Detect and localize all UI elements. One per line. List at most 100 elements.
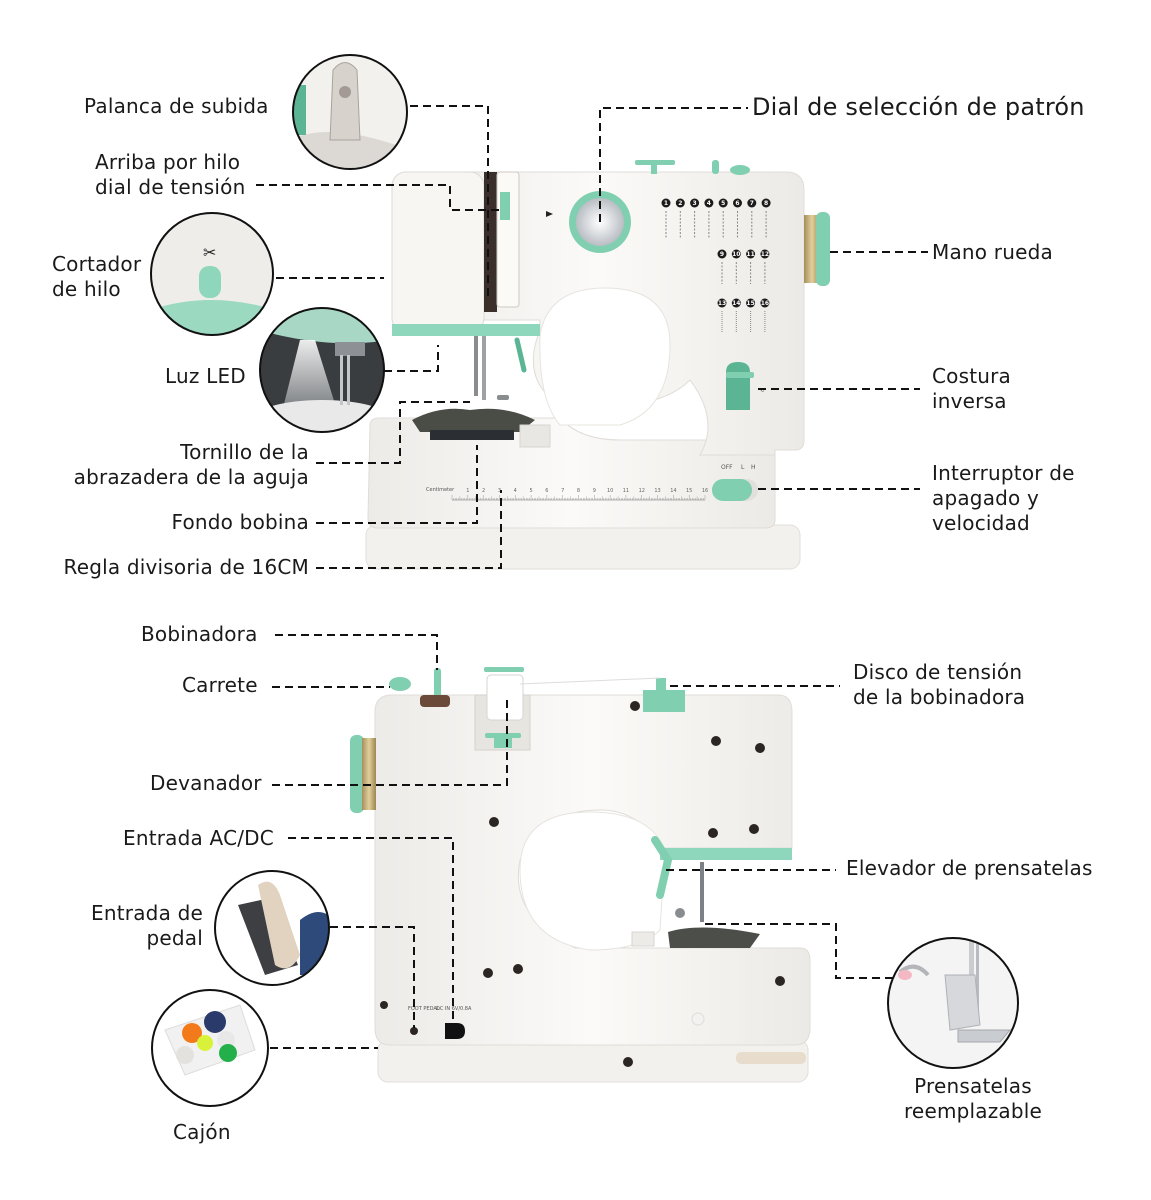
power-switch xyxy=(712,479,752,501)
label-bobbin-winder: Bobinadora xyxy=(141,622,258,646)
label-pattern-dial: Dial de selección de patrón xyxy=(752,93,1085,121)
reverse-symbol: ⟲ xyxy=(760,388,764,394)
stitch-number: 16 xyxy=(761,300,769,307)
ruler-number: 16 xyxy=(702,488,708,494)
label-pedal-input-line2: pedal xyxy=(146,926,203,950)
front-leader-lines xyxy=(256,105,928,569)
winder-tension-disc xyxy=(643,690,685,712)
stitch-number-badge xyxy=(761,198,771,208)
ruler-number: 11 xyxy=(623,488,629,494)
stitch-number: 11 xyxy=(746,251,754,258)
ruler-number: 10 xyxy=(607,488,613,494)
ruler-number: 7 xyxy=(561,488,564,494)
stitch-number: 13 xyxy=(718,300,726,307)
label-presser-foot: Prensatelas reemplazable xyxy=(873,1074,1073,1124)
label-lift-lever: Palanca de subida xyxy=(84,94,269,118)
scissors-icon: ✂ xyxy=(203,243,216,262)
label-power-switch-line2: apagado y xyxy=(932,486,1040,510)
drawer-callout xyxy=(151,989,269,1107)
ruler-number: 5 xyxy=(529,488,532,494)
ruler-number: 4 xyxy=(514,488,517,494)
switch-h-label: H xyxy=(751,464,756,471)
stitch-number-badge xyxy=(717,249,727,259)
stitch-number-badge xyxy=(704,198,714,208)
switch-off-label: OFF xyxy=(721,464,733,471)
ruler-number: 9 xyxy=(593,488,596,494)
stitch-number-badge xyxy=(731,298,741,308)
label-reverse-stitch: Costura inversa xyxy=(932,364,1011,414)
ruler-number: 8 xyxy=(577,488,580,494)
label-drawer: Cajón xyxy=(173,1120,231,1144)
lift-lever-callout xyxy=(292,54,408,170)
ruler-number: 1 xyxy=(466,488,469,494)
stitch-number-badge xyxy=(718,198,728,208)
stitch-number: 7 xyxy=(750,200,754,207)
handwheel-back xyxy=(350,735,364,813)
stitch-number-badge xyxy=(746,249,756,259)
label-acdc-input: Entrada AC/DC xyxy=(123,826,274,850)
label-pedal-input: Entrada de pedal xyxy=(91,901,203,951)
label-led-light: Luz LED xyxy=(165,364,246,388)
led-light-callout xyxy=(259,307,385,433)
stitch-number-badge xyxy=(746,298,756,308)
stitch-number-badge xyxy=(760,249,770,259)
label-power-switch: Interruptor de apagado y velocidad xyxy=(932,461,1075,536)
label-winder: Devanador xyxy=(150,771,262,795)
label-winder-tension-line1: Disco de tensión xyxy=(853,660,1023,684)
label-thread-cutter: Cortador de hilo xyxy=(52,252,141,302)
stitch-number-badge xyxy=(733,198,742,208)
label-winder-tension-line2: de la bobinadora xyxy=(853,685,1026,709)
label-thread-cutter-line1: Cortador xyxy=(52,252,142,276)
foot-pedal-port xyxy=(410,1027,418,1035)
bobbin-winder-pin xyxy=(434,668,441,698)
label-reverse-stitch-line2: inversa xyxy=(932,389,1007,413)
stitch-number-badge xyxy=(731,249,741,259)
dc-in-port-label: DC IN 6V/0.8A xyxy=(436,1006,472,1012)
ruler-number: 3 xyxy=(498,488,501,494)
foot-pedal-port-label: FOOT PEDAL xyxy=(408,1006,440,1012)
label-thread-tension: Arriba por hilo dial de tensión xyxy=(95,150,246,200)
label-presser-foot-line1: Prensatelas xyxy=(914,1074,1032,1098)
label-thread-tension-line2: dial de tensión xyxy=(95,175,246,199)
machine-base xyxy=(365,524,801,570)
stitch-number: 14 xyxy=(732,300,740,307)
stitch-number: 10 xyxy=(732,251,740,258)
ruler-number: 2 xyxy=(482,488,485,494)
mint-trim xyxy=(392,324,540,336)
spool-pin xyxy=(389,677,411,691)
stitch-number: 5 xyxy=(721,200,725,207)
stitch-number: 4 xyxy=(707,200,711,207)
ruler-number: 14 xyxy=(670,488,676,494)
ruler-caption: Centimeter xyxy=(426,487,455,493)
back-machine: FOOT PEDAL DC IN 6V/0.8A xyxy=(350,667,811,1083)
ruler-number: 6 xyxy=(545,488,548,494)
stitch-number-badge xyxy=(760,298,770,308)
stitch-number: 9 xyxy=(720,251,724,258)
label-power-switch-line3: velocidad xyxy=(932,511,1030,535)
label-winder-tension: Disco de tensión de la bobinadora xyxy=(853,660,1025,710)
label-reverse-stitch-line1: Costura xyxy=(932,364,1012,388)
ruler-number: 12 xyxy=(639,488,645,494)
label-power-switch-line1: Interruptor de xyxy=(932,461,1075,485)
label-handwheel: Mano rueda xyxy=(932,240,1053,264)
label-ruler: Regla divisoria de 16CM xyxy=(63,555,309,579)
stitch-number: 1 xyxy=(664,200,668,207)
label-presser-foot-line2: reemplazable xyxy=(903,1099,1043,1123)
label-pedal-input-line1: Entrada de xyxy=(91,901,203,925)
label-needle-clamp: Tornillo de la abrazadera de la aguja xyxy=(74,440,309,490)
stitch-number: 15 xyxy=(746,300,754,307)
stitch-number-badge xyxy=(675,198,685,208)
label-presser-lifter: Elevador de prensatelas xyxy=(846,856,1093,880)
reverse-lever xyxy=(726,362,750,410)
tension-dial-wheel xyxy=(500,192,510,220)
stitch-number-badge xyxy=(747,198,757,208)
thread-cutter-callout: ✂ xyxy=(150,212,274,336)
stitch-number: 12 xyxy=(761,251,769,258)
stitch-number-badge xyxy=(690,198,700,208)
label-spool: Carrete xyxy=(182,673,258,697)
back-leader-lines xyxy=(270,634,895,1049)
